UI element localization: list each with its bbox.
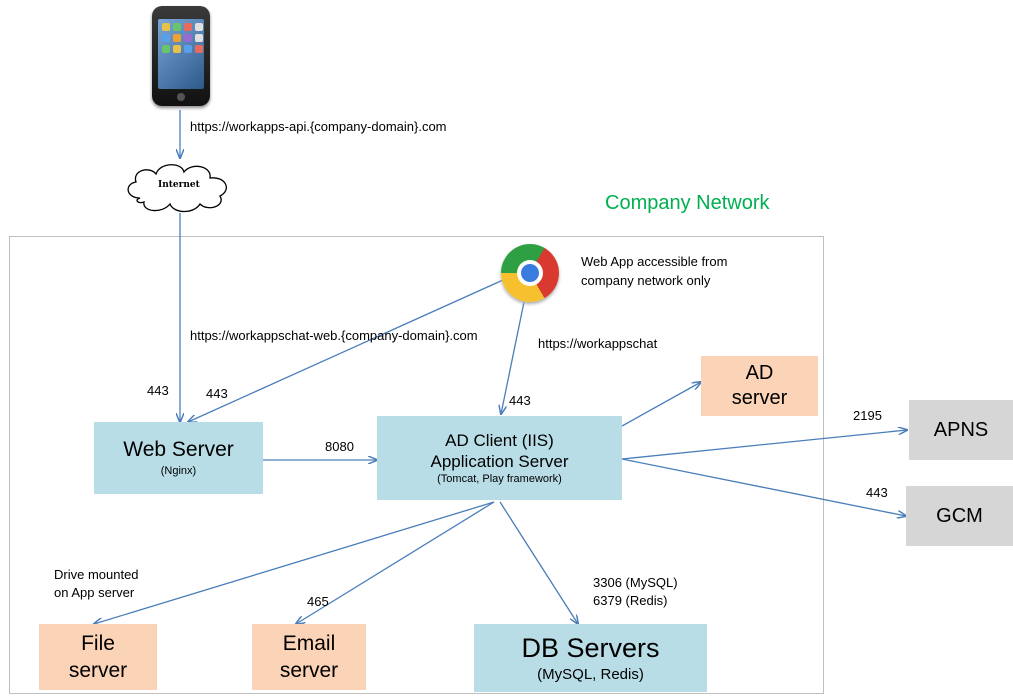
edge-appserver-emailserver [296,501,495,624]
port-label-browser-web: 443 [206,386,228,401]
web-server-sub: (Nginx) [160,465,197,477]
web-server-node: Web Server (Nginx) [94,422,263,494]
drive-note-line1: Drive mounted [54,567,139,582]
gcm-title: GCM [936,504,983,527]
edge-appserver-adserver [621,382,701,427]
internet-label: Internet [158,180,200,190]
email-server-line1: Email [282,632,336,655]
app-server-sub: (Tomcat, Play framework) [437,472,562,485]
file-server-line1: File [81,632,115,655]
ad-server-line1: AD [745,362,774,384]
port-label-db-line2: 6379 (Redis) [593,593,668,608]
port-label-db-line1: 3306 (MySQL) [593,575,678,590]
web-url-label: https://workappschat-web.{company-domain… [190,328,478,343]
web-server-title: Web Server [123,438,234,461]
app-url-label: https://workappschat [538,336,658,351]
edge-browser-appserver [501,301,525,414]
ad-server-line2: server [731,387,788,409]
smartphone-icon [152,6,210,106]
ad-server-node: AD server [701,356,818,416]
edge-browser-webserver [188,279,504,422]
port-label-browser-app: 443 [509,393,531,408]
drive-note-line2: on App server [54,585,135,600]
gcm-node: GCM [906,486,1013,546]
app-server-node: AD Client (IIS) Application Server (Tomc… [377,416,622,500]
edge-appserver-apns [621,430,907,460]
browser-note-line1: Web App accessible from [581,254,728,269]
db-servers-node: DB Servers (MySQL, Redis) [474,624,707,692]
edge-appserver-fileserver [94,501,495,624]
apns-title: APNS [933,418,989,441]
edge-appserver-gcm [621,458,906,516]
port-label-email: 465 [307,594,329,609]
db-servers-sub: (MySQL, Redis) [537,665,644,683]
company-network-boundary [9,236,824,694]
internet-cloud-icon [127,164,227,213]
file-server-node: File server [39,624,157,690]
app-server-line1: AD Client (IIS) [445,430,554,450]
api-url-label: https://workapps-api.{company-domain}.co… [190,119,447,134]
db-servers-title: DB Servers [521,632,660,663]
app-server-line2: Application Server [430,451,569,471]
email-server-node: Email server [252,624,366,690]
apns-node: APNS [909,400,1013,460]
port-label-apns: 2195 [853,408,882,423]
email-server-line2: server [279,659,339,682]
chrome-browser-icon [501,244,559,302]
port-label-internet-web: 443 [147,383,169,398]
port-label-web-app: 8080 [325,439,354,454]
company-network-title: Company Network [605,192,770,214]
browser-note-line2: company network only [581,273,711,288]
edge-appserver-dbservers [499,501,578,624]
port-label-gcm: 443 [866,485,888,500]
file-server-line2: server [68,659,128,682]
